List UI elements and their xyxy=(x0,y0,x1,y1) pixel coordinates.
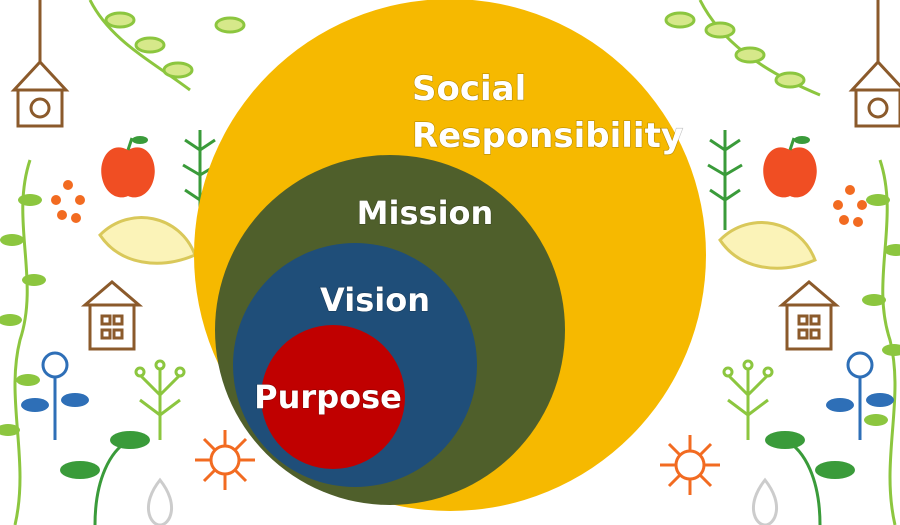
house-left-icon xyxy=(80,280,144,351)
house-right-icon xyxy=(777,280,841,351)
green-plant-bottomleft-icon xyxy=(60,431,150,525)
vine-left-icon xyxy=(0,159,46,525)
branch-topleft-icon xyxy=(88,0,246,92)
fern-right-icon xyxy=(707,130,743,230)
purpose-label: Purpose xyxy=(254,378,402,416)
green-plant-bottomright-icon xyxy=(765,431,855,525)
apple-right-icon xyxy=(763,136,817,198)
blue-flower-right-icon xyxy=(826,351,894,440)
mission-label: Mission xyxy=(357,194,494,232)
purpose-circle xyxy=(261,325,405,469)
teardrop-leaf-icon xyxy=(146,477,779,525)
branch-topright-icon xyxy=(664,0,821,97)
social-label-line-1: Social xyxy=(412,69,526,109)
blue-flower-left-icon xyxy=(21,351,89,440)
daisy-left-icon xyxy=(195,430,255,490)
sprout-right-icon xyxy=(722,359,774,440)
birdhouse-right-icon xyxy=(848,0,900,128)
sprout-left-icon xyxy=(134,359,186,440)
vine-right-icon xyxy=(862,159,900,525)
social-label-line-2: Responsibility xyxy=(412,116,683,156)
yellow-leaf-right-icon xyxy=(718,221,817,270)
orange-sprig-right-icon xyxy=(833,185,867,227)
daisy-right-icon xyxy=(660,435,720,495)
vision-label: Vision xyxy=(320,281,430,319)
orange-sprig-left-icon xyxy=(51,180,85,223)
birdhouse-left-icon xyxy=(10,0,70,128)
apple-left-icon xyxy=(101,136,155,198)
